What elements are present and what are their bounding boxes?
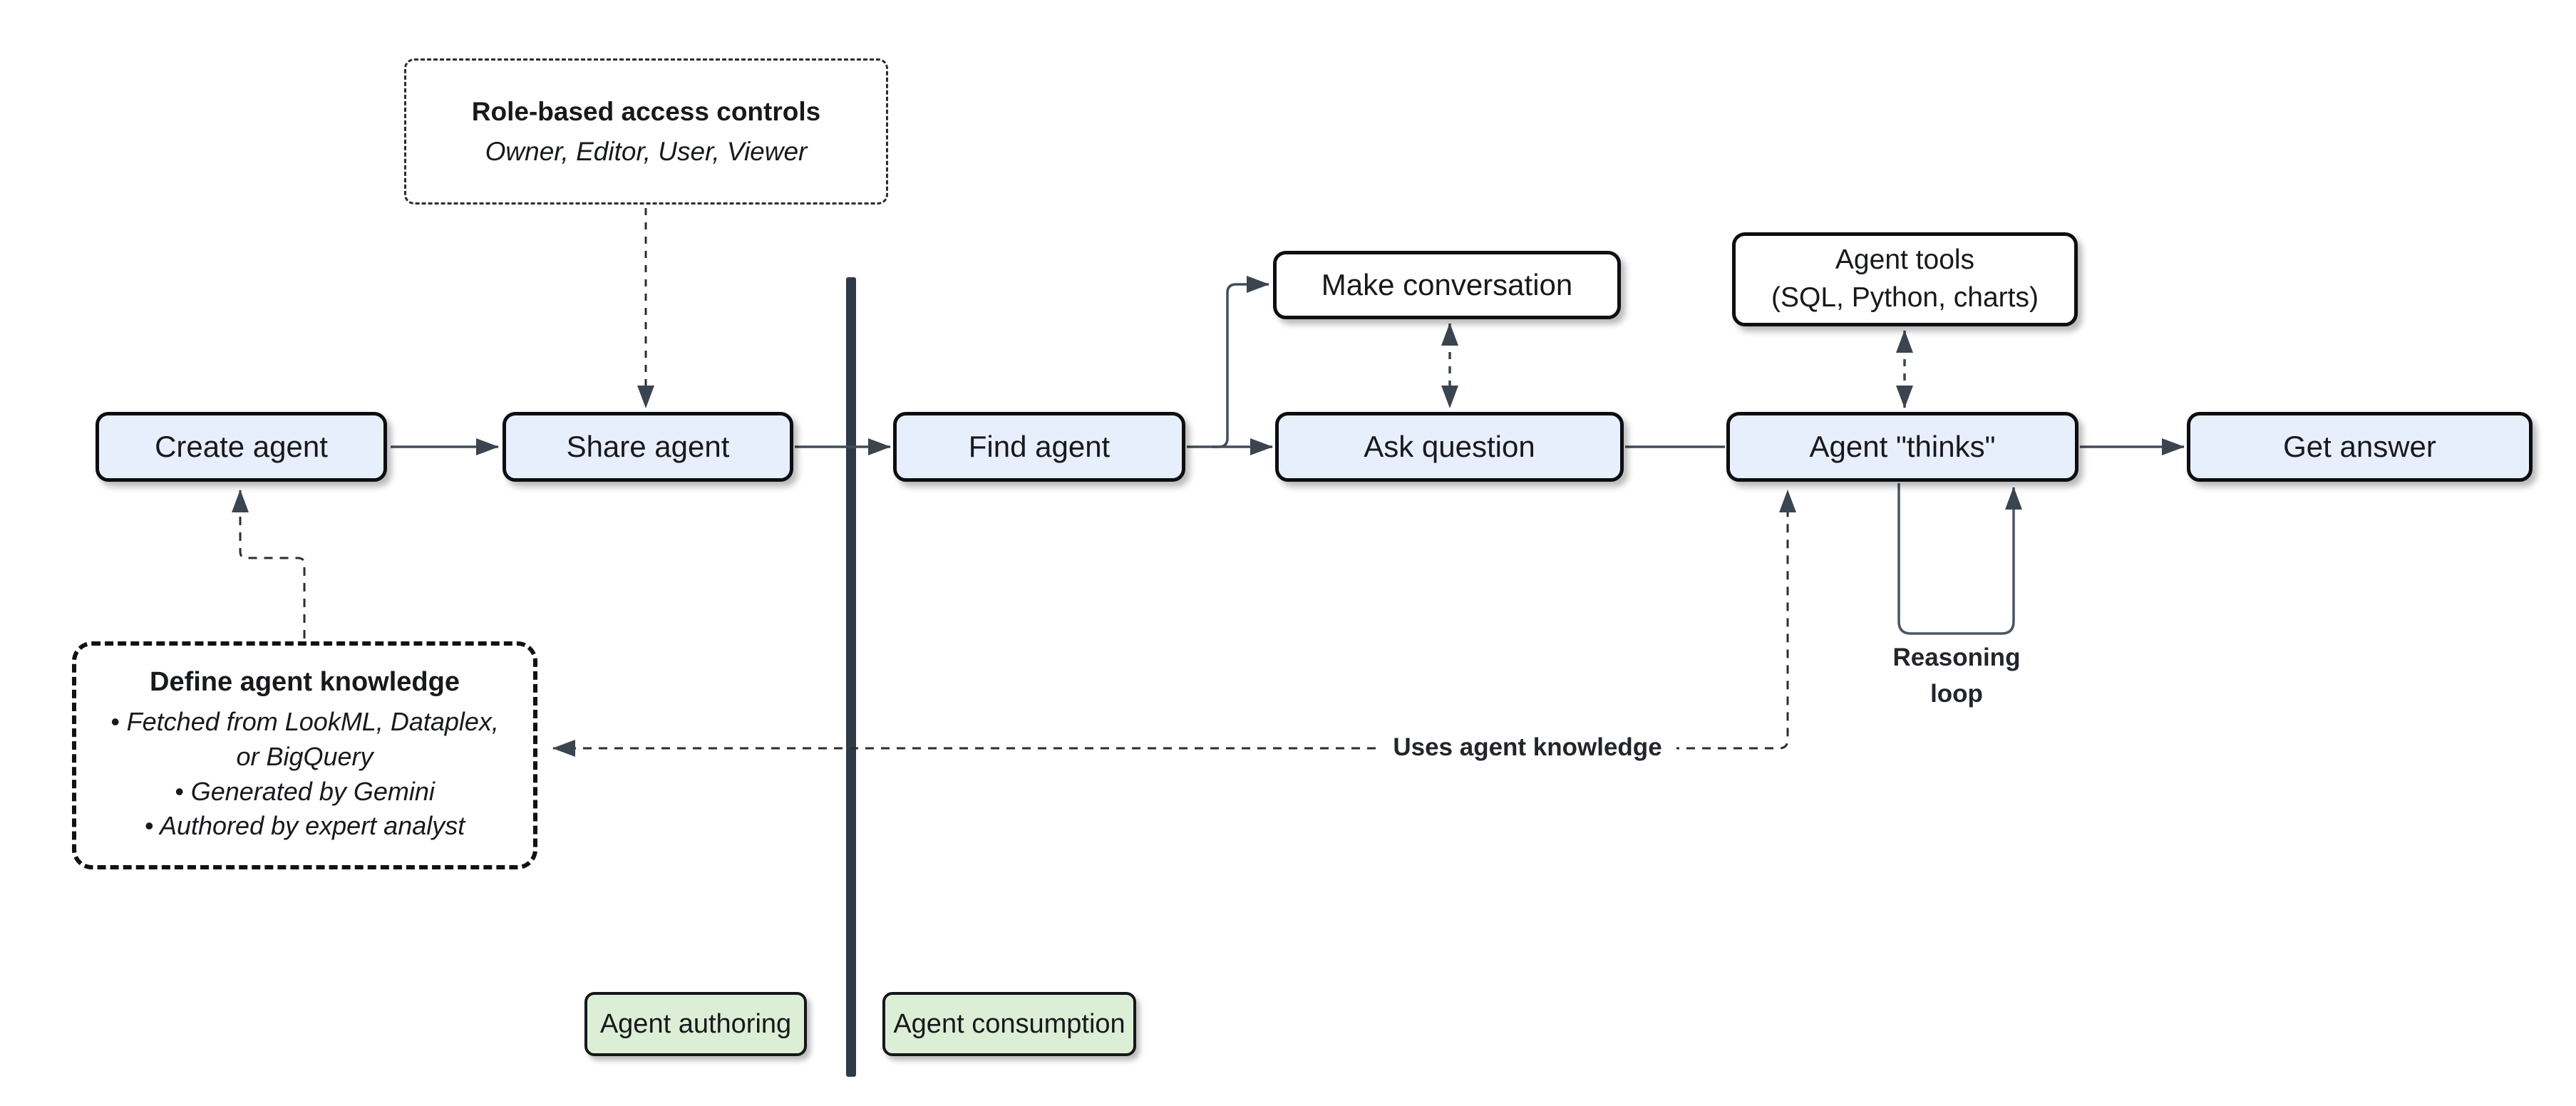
rbac-title: Role-based access controls — [471, 96, 821, 126]
reasoning-loop-label: Reasoning loop — [1892, 644, 2021, 708]
node-agent-tools: Agent tools (SQL, Python, charts) — [1732, 232, 2078, 326]
zone-divider — [846, 277, 856, 1077]
reasoning-loop-arrow — [1897, 483, 2022, 635]
node-agent-thinks: Agent "thinks" — [1726, 412, 2078, 482]
node-get-answer-label: Get answer — [2283, 429, 2436, 463]
zone-agent-consumption: Agent consumption — [882, 992, 1136, 1056]
arrow-find-to-make-conversation — [1212, 276, 1269, 448]
dashed-line-uses-knowledge-right — [1671, 490, 1796, 750]
uses-agent-knowledge-label: Uses agent knowledge — [1379, 733, 1676, 763]
node-ask-question: Ask question — [1275, 412, 1624, 482]
dashed-arrow-knowledge-to-create — [232, 490, 306, 639]
node-share-agent-label: Share agent — [566, 429, 730, 463]
rbac-roles: Owner, Editor, User, Viewer — [485, 136, 808, 166]
zone-agent-consumption-label: Agent consumption — [893, 1008, 1125, 1039]
node-agent-tools-line2: (SQL, Python, charts) — [1771, 282, 2039, 313]
zone-agent-authoring-label: Agent authoring — [599, 1008, 792, 1039]
knowledge-bullet: • Fetched from LookML, Dataplex, or BigQ… — [110, 707, 499, 771]
node-create-agent: Create agent — [96, 412, 387, 482]
rbac-note-box: Role-based access controls Owner, Editor… — [404, 58, 888, 205]
node-find-agent: Find agent — [893, 412, 1185, 482]
zone-agent-authoring: Agent authoring — [584, 992, 807, 1056]
knowledge-bullet: • Authored by expert analyst — [144, 811, 465, 841]
define-knowledge-bullets: • Fetched from LookML, Dataplex, or BigQ… — [110, 705, 499, 843]
node-get-answer: Get answer — [2187, 412, 2533, 482]
define-knowledge-box: Define agent knowledge • Fetched from Lo… — [72, 641, 537, 869]
node-share-agent: Share agent — [503, 412, 793, 482]
node-ask-question-label: Ask question — [1364, 429, 1535, 463]
node-agent-tools-line1: Agent tools — [1835, 244, 1975, 276]
node-create-agent-label: Create agent — [155, 429, 328, 463]
node-make-conversation-label: Make conversation — [1321, 267, 1573, 301]
node-agent-thinks-label: Agent "thinks" — [1809, 429, 1996, 463]
node-find-agent-label: Find agent — [968, 429, 1111, 463]
node-make-conversation: Make conversation — [1273, 251, 1621, 319]
knowledge-bullet: • Generated by Gemini — [175, 776, 435, 806]
define-knowledge-title: Define agent knowledge — [150, 667, 460, 698]
